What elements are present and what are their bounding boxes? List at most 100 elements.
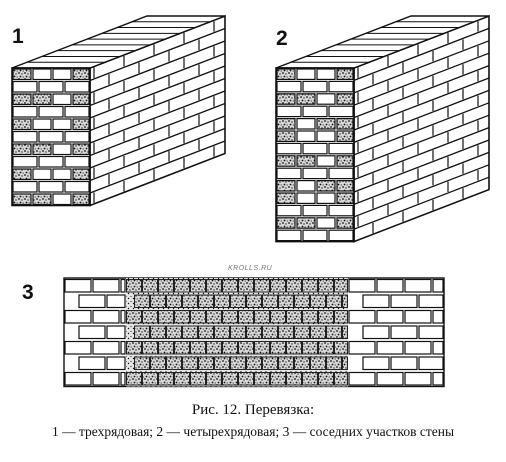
stretcher-brick	[328, 142, 354, 155]
stretcher-brick	[64, 309, 92, 324]
header-brick	[222, 372, 238, 386]
header-brick	[222, 310, 238, 324]
stretcher-brick	[32, 118, 52, 131]
header-brick	[262, 325, 278, 339]
header-brick	[294, 294, 310, 308]
stretcher-brick	[390, 356, 418, 371]
header-brick	[134, 294, 150, 308]
stretcher-brick	[52, 93, 72, 106]
header-brick	[190, 341, 206, 355]
mortar-joint	[89, 40, 226, 94]
stretcher-brick	[390, 294, 418, 309]
stretcher-brick	[78, 325, 106, 340]
header-brick	[276, 93, 296, 105]
stretcher-brick	[12, 80, 38, 93]
header-brick	[326, 294, 342, 308]
header-brick	[214, 356, 230, 370]
stretcher-brick	[38, 105, 64, 118]
header-brick	[142, 279, 158, 293]
header-brick	[254, 341, 270, 355]
header-brick	[182, 356, 198, 370]
stretcher-brick	[362, 356, 390, 371]
header-brick	[206, 341, 222, 355]
header-brick	[286, 372, 302, 386]
stretcher-brick	[302, 80, 328, 93]
header-brick	[206, 310, 222, 324]
header-brick	[72, 93, 90, 106]
header-brick	[246, 325, 262, 339]
header-brick	[342, 325, 348, 339]
stretcher-brick	[12, 180, 38, 193]
stretcher-brick	[328, 204, 354, 217]
header-brick	[326, 325, 342, 339]
header-brick	[222, 279, 238, 293]
header-brick	[276, 68, 296, 80]
header-brick	[222, 341, 238, 355]
header-brick	[166, 325, 182, 339]
stretcher-brick	[106, 356, 126, 371]
header-brick	[238, 341, 254, 355]
header-brick	[230, 294, 246, 308]
stretcher-brick	[316, 93, 336, 105]
header-brick	[150, 325, 166, 339]
stretcher-brick	[276, 167, 302, 180]
header-brick	[262, 356, 278, 370]
header-brick	[286, 341, 302, 355]
header-brick	[318, 372, 334, 386]
header-brick	[158, 310, 174, 324]
stretcher-brick	[120, 371, 126, 386]
header-brick	[278, 325, 294, 339]
stretcher-brick	[64, 340, 92, 355]
stretcher-brick	[276, 229, 302, 242]
header-brick	[72, 68, 90, 81]
diagram-label-2: 2	[276, 27, 288, 50]
header-brick	[342, 356, 348, 370]
header-brick	[190, 372, 206, 386]
header-brick	[190, 310, 206, 324]
header-brick	[302, 279, 318, 293]
header-brick	[254, 310, 270, 324]
stretcher-brick	[296, 180, 316, 192]
stretcher-brick	[32, 68, 52, 81]
stretcher-brick	[12, 130, 38, 143]
header-brick	[310, 356, 326, 370]
header-brick	[276, 130, 296, 142]
stretcher-brick	[64, 80, 90, 93]
header-brick	[182, 294, 198, 308]
header-brick	[198, 325, 214, 339]
header-brick	[336, 217, 354, 229]
header-brick	[296, 217, 316, 229]
header-brick	[286, 279, 302, 293]
stretcher-brick	[296, 117, 316, 130]
wall-diagram-3	[63, 277, 445, 388]
header-brick	[276, 117, 296, 130]
header-brick	[174, 279, 190, 293]
header-brick	[336, 192, 354, 204]
stretcher-brick	[64, 278, 92, 293]
stretcher-brick	[92, 309, 120, 324]
header-brick	[32, 143, 52, 156]
header-brick	[278, 356, 294, 370]
header-brick	[198, 294, 214, 308]
header-brick	[270, 279, 286, 293]
header-brick	[12, 143, 32, 156]
header-brick	[166, 356, 182, 370]
header-brick	[262, 294, 278, 308]
stretcher-brick	[418, 294, 444, 309]
header-brick	[246, 356, 262, 370]
stretcher-brick	[64, 180, 90, 193]
header-brick	[334, 341, 348, 355]
header-brick	[334, 372, 348, 386]
stretcher-brick	[120, 278, 126, 293]
stretcher-brick	[404, 340, 432, 355]
mortar-joint	[89, 90, 226, 144]
header-brick	[276, 155, 296, 167]
header-brick	[316, 180, 336, 192]
header-brick	[158, 279, 174, 293]
stretcher-brick	[348, 371, 376, 386]
header-brick	[206, 279, 222, 293]
header-brick	[182, 325, 198, 339]
header-brick	[342, 294, 348, 308]
stretcher-brick	[404, 371, 432, 386]
stretcher-brick	[418, 325, 444, 340]
